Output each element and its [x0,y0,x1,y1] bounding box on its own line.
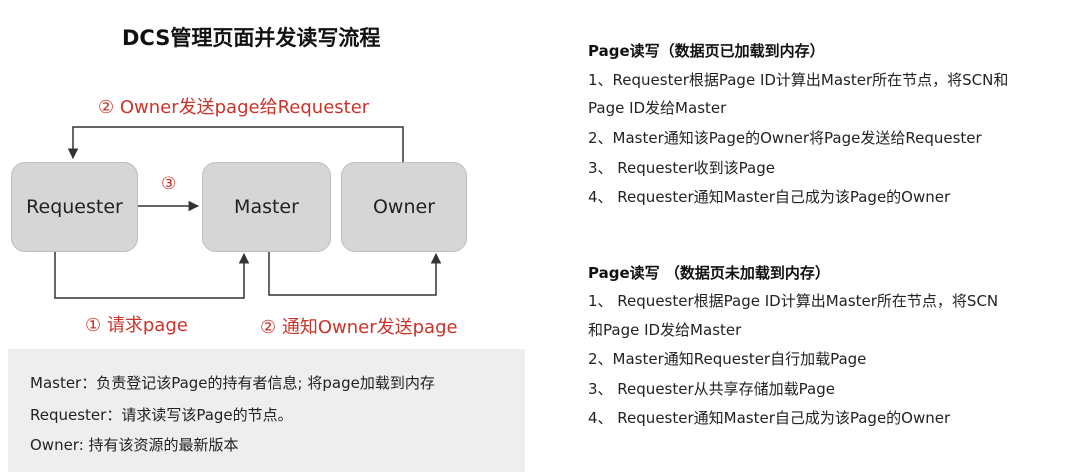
section2-item: 和Page ID发给Master [588,321,742,339]
legend-master: Master：负责登记该Page的持有者信息; 将page加载到内存 [30,374,435,392]
section1-title: Page读写（数据页已加载到内存） [588,42,825,60]
edge-label-request-page: ① 请求page [85,315,188,336]
edge-requester-to-master-1 [54,251,250,299]
node-requester: Requester [11,162,138,252]
diagram-title: DCS管理页面并发读写流程 [122,26,381,50]
legend-owner: Owner: 持有该资源的最新版本 [30,436,239,454]
edge-owner-to-requester [67,126,404,162]
legend-requester: Requester：请求读写该Page的节点。 [30,406,293,424]
node-master: Master [202,162,331,252]
section1-item: 1、Requester根据Page ID计算出Master所在节点，将SCN和 [588,71,1009,89]
section1-item: 2、Master通知该Page的Owner将Page发送给Requester [588,129,982,147]
node-owner-label: Owner [372,196,436,218]
legend-box: Master：负责登记该Page的持有者信息; 将page加载到内存 Reque… [8,349,525,472]
node-owner: Owner [341,162,467,252]
edge-master-to-owner [268,251,442,296]
edge-label-step-3: ③ [161,174,177,194]
node-requester-label: Requester [26,196,123,218]
edge-label-notify-owner: ② 通知Owner发送page [260,317,458,338]
section1-item: Page ID发给Master [588,99,727,117]
section2-item: 2、Master通知Requester自行加载Page [588,350,867,368]
edge-label-owner-to-requester: ② Owner发送page给Requester [98,97,370,118]
diagram-arrows [54,126,442,299]
section1-item: 3、 Requester收到该Page [588,159,775,177]
section1-item: 4、 Requester通知Master自己成为该Page的Owner [588,188,951,206]
section2-item: 1、 Requester根据Page ID计算出Master所在节点，将SCN [588,292,999,310]
section2-title: Page读写 （数据页未加载到内存） [588,264,830,282]
node-master-label: Master [234,196,299,218]
section2-item: 4、 Requester通知Master自己成为该Page的Owner [588,409,951,427]
section2-item: 3、 Requester从共享存储加载Page [588,380,835,398]
